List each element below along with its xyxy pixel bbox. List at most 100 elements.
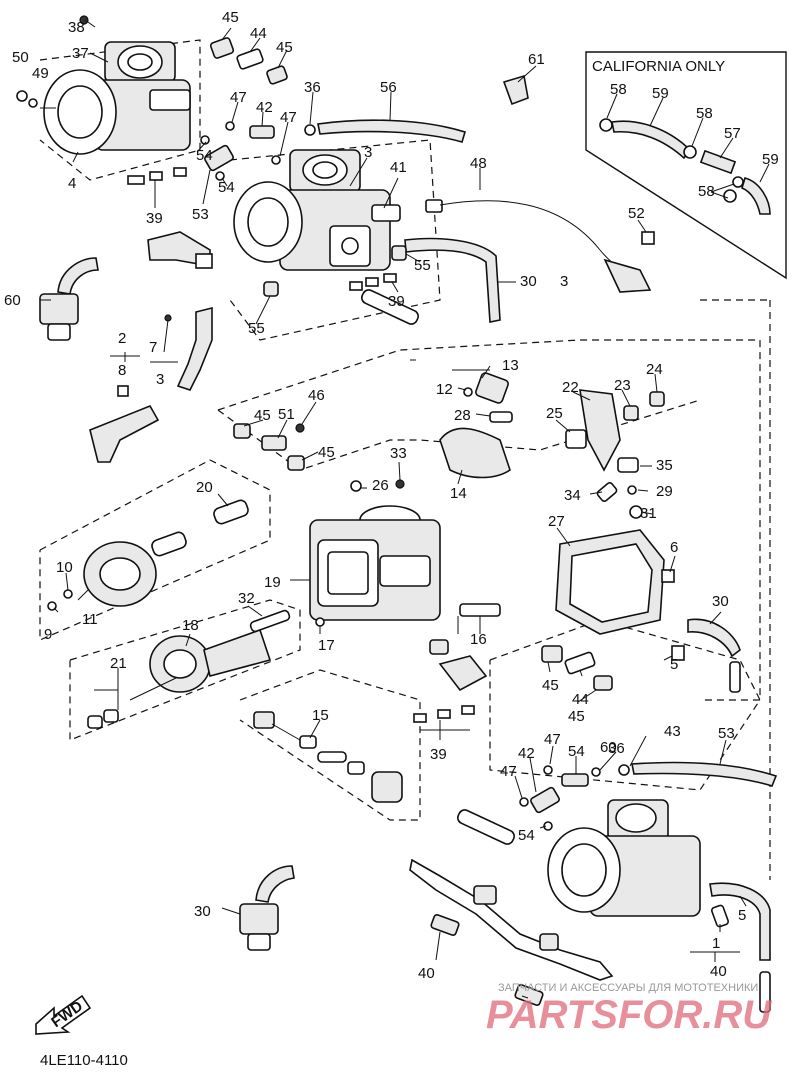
clamp-58-left (599, 118, 613, 132)
callout-label: 14 (450, 485, 467, 502)
pipe-upper (361, 289, 419, 325)
screw-50 (16, 90, 28, 102)
callout-label: 24 (646, 361, 663, 378)
fuel-filter-60-upper (39, 293, 79, 325)
clip-10 (63, 589, 73, 599)
callout-label: 33 (390, 445, 407, 462)
cable-48-end (425, 199, 443, 213)
hose-30-middle-end (729, 661, 741, 693)
oring-54-d (543, 821, 553, 831)
linkage-bar-40 (409, 858, 614, 1006)
callout-label: 60 (600, 739, 617, 756)
callout-label: 39 (388, 293, 405, 310)
fuel-joint-60-lower (239, 865, 295, 951)
hose-44-b (564, 651, 596, 675)
callout-label: 45 (254, 407, 271, 424)
carb-4-side (149, 89, 191, 111)
bracket-25 (565, 429, 587, 449)
carb-4-chamber-inner (57, 85, 103, 139)
screw-39-c (173, 167, 187, 177)
hose-60-lower (255, 865, 295, 903)
joint-53-b (530, 786, 560, 814)
watermark: ЗАПЧАСТИ И АКСЕССУАРЫ ДЛЯ МОТОТЕХНИКИ PA… (486, 982, 772, 1037)
part-15-a (253, 711, 275, 729)
callout-label: 42 (518, 745, 535, 762)
top-small-parts (127, 37, 466, 269)
joint-42-b (561, 773, 589, 787)
cap-45-e (541, 645, 563, 663)
hose-30-middle (687, 618, 741, 658)
callout-label: 23 (614, 377, 631, 394)
callout-label: 35 (656, 457, 673, 474)
spring-16-a (429, 639, 449, 655)
callout-label: 36 (304, 79, 321, 96)
callout-label: 30 (520, 273, 537, 290)
joint-42-a (249, 125, 275, 139)
bracket-7-plate (176, 306, 213, 391)
screw-39-h (437, 709, 451, 719)
callout-label: 31 (640, 505, 657, 522)
hose-30-lower (709, 882, 771, 961)
joint-57 (699, 149, 737, 175)
callout-label: 53 (192, 206, 209, 223)
callout-label: 6 (670, 539, 678, 556)
callout-label: 38 (68, 19, 85, 36)
carburetor-3 (233, 149, 652, 325)
callout-label: 3 (364, 144, 372, 161)
callout-label: 10 (56, 559, 73, 576)
spring-20-b (151, 531, 187, 557)
callout-label: 19 (264, 574, 281, 591)
hose-30-lower-end (759, 971, 771, 1013)
clip-40-b (514, 984, 544, 1006)
oring-47-c (543, 765, 553, 775)
hose-56 (317, 119, 466, 143)
hose-44-a (236, 48, 264, 70)
oring-54-c (519, 797, 529, 807)
spring-28 (489, 411, 513, 423)
carb-1-bore (615, 803, 657, 833)
screw-8 (117, 385, 129, 397)
carb-3-chamber-inner (247, 197, 289, 247)
callout-label: 8 (118, 362, 126, 379)
screw-39-g (413, 713, 427, 723)
fwd-arrow-icon (35, 994, 92, 1035)
callout-label: 5 (670, 656, 678, 673)
callout-label: 36 (608, 740, 625, 757)
pipe-lower (457, 809, 515, 845)
callout-label: 20 (196, 479, 213, 496)
callout-label: 34 (564, 487, 581, 504)
cap-23 (623, 405, 639, 421)
screw-52 (641, 231, 655, 245)
callout-label: 3 (156, 371, 164, 388)
fuel-filter-60-lower-end (247, 933, 271, 951)
clip-61 (502, 74, 529, 106)
callout-label: 39 (146, 210, 163, 227)
parts-61-52 (502, 74, 655, 245)
callout-label: 39 (430, 746, 447, 763)
washer-49 (28, 98, 38, 108)
callout-label: 27 (548, 513, 565, 530)
clamp-36-a (304, 124, 316, 136)
callout-label: 26 (372, 477, 389, 494)
hose-59-upper (611, 120, 692, 160)
part-15-b (299, 735, 317, 749)
callout-label: 53 (718, 725, 735, 742)
callout-label: 55 (414, 257, 431, 274)
oring-47-a (225, 121, 235, 131)
carburetor-1 (457, 645, 778, 1013)
link-rod-40-tab-a (473, 885, 497, 905)
carb-3-bore-inner (312, 161, 338, 179)
clamp-58-lower (723, 189, 737, 203)
callout-label: 30 (712, 593, 729, 610)
callout-label: 37 (72, 45, 89, 62)
screw-39-a (127, 175, 145, 185)
callout-label: 55 (248, 320, 265, 337)
float-bowl-27 (555, 529, 741, 693)
callout-label: 9 (44, 626, 52, 643)
callout-label: 57 (724, 125, 741, 142)
oring-54-a (200, 135, 210, 145)
callout-label: 54 (568, 743, 585, 760)
callout-label: 59 (762, 151, 779, 168)
callout-label: 28 (454, 407, 471, 424)
callout-label: 16 (470, 631, 487, 648)
